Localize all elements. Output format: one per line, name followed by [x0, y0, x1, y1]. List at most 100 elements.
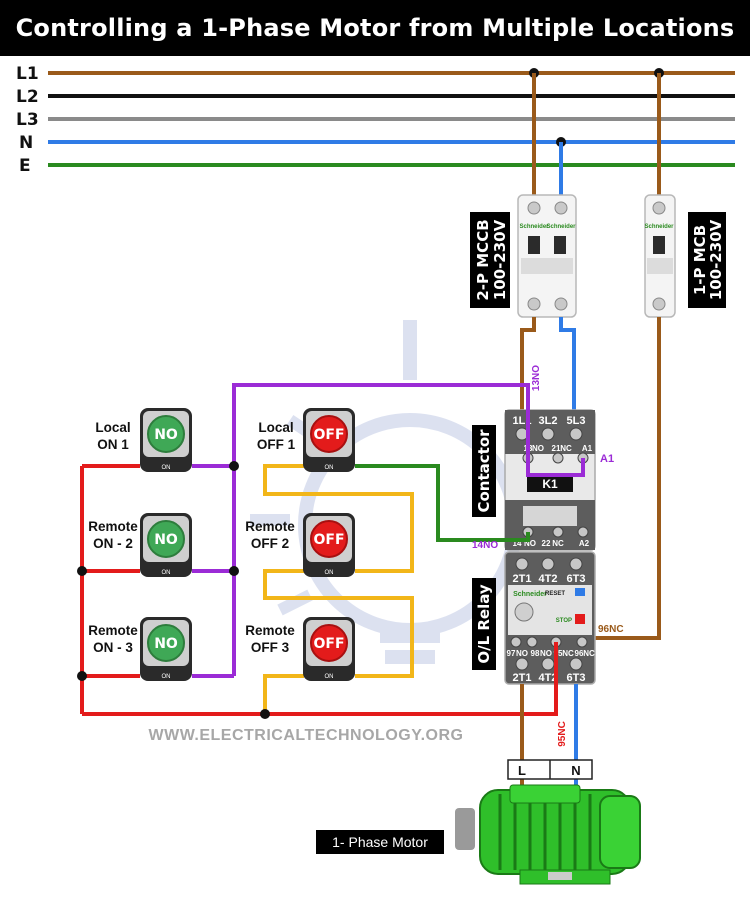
svg-text:STOP: STOP [556, 618, 572, 624]
label-local-off-1: Local [258, 420, 293, 435]
svg-text:A1: A1 [582, 444, 593, 453]
svg-text:ON: ON [162, 465, 171, 471]
svg-text:OFF: OFF [313, 427, 344, 443]
svg-text:4T2: 4T2 [539, 573, 558, 585]
line-label-e: E [19, 156, 31, 176]
contactor-label: Contactor [472, 425, 496, 517]
svg-text:ON: ON [325, 465, 334, 471]
svg-text:NC: NC [562, 649, 574, 658]
svg-text:4T2: 4T2 [539, 672, 558, 684]
motor-label: 1- Phase Motor [316, 830, 444, 854]
svg-text:NC: NC [583, 649, 595, 658]
svg-text:2T1: 2T1 [513, 672, 532, 684]
svg-text:ON: ON [325, 674, 334, 680]
label-remote-on-2: Remote [88, 519, 138, 534]
supply-lines: L1 L2 L3 N E [16, 64, 735, 176]
svg-text:OFF 3: OFF 3 [251, 640, 290, 655]
svg-text:NO: NO [516, 649, 528, 658]
svg-text:OFF 1: OFF 1 [257, 437, 296, 452]
line-label-l2: L2 [16, 87, 39, 107]
svg-text:6T3: 6T3 [567, 672, 586, 684]
line-label-l1: L1 [16, 64, 39, 84]
svg-text:ON: ON [162, 674, 171, 680]
svg-text:97: 97 [507, 649, 516, 658]
svg-text:N: N [571, 763, 580, 778]
line-label-l3: L3 [16, 110, 39, 130]
svg-text:O/L Relay: O/L Relay [475, 584, 493, 664]
mcb-1p: Schneider [644, 194, 676, 318]
label-remote-off-3: Remote [245, 623, 295, 638]
mcb-1p-label: 1-P MCB 100-230V [688, 212, 726, 308]
junctions [77, 461, 270, 719]
svg-text:NO: NO [154, 532, 178, 548]
svg-text:NC: NC [560, 444, 572, 453]
push-button-remote-on-2[interactable]: NO ON [140, 513, 192, 577]
motor-terminal-box: L N [507, 759, 593, 780]
svg-text:Schneider: Schneider [519, 224, 549, 230]
label-remote-on-3: Remote [88, 623, 138, 638]
svg-text:2T1: 2T1 [513, 573, 532, 585]
svg-text:1- Phase Motor: 1- Phase Motor [332, 834, 428, 850]
svg-text:2-P MCCB: 2-P MCCB [474, 219, 492, 300]
svg-text:NO: NO [154, 636, 178, 652]
push-button-remote-off-3[interactable]: OFF ON [303, 617, 355, 681]
label-local-on-1: Local [95, 420, 130, 435]
svg-text:OFF: OFF [313, 636, 344, 652]
svg-text:Schneider: Schneider [546, 224, 576, 230]
contactor: K1 1L1 3L2 5L3 13 NO 21 NC A1 14 NO 22 N… [504, 409, 614, 551]
svg-text:Contactor: Contactor [475, 429, 493, 513]
push-button-local-on-1[interactable]: NO ON [140, 408, 192, 472]
svg-text:ON - 3: ON - 3 [93, 640, 133, 655]
motor-icon [455, 784, 641, 885]
svg-text:Schneider: Schneider [513, 591, 547, 598]
tag-96nc: 96NC [598, 624, 624, 635]
svg-text:Schneider: Schneider [644, 224, 674, 230]
svg-text:A2: A2 [579, 539, 590, 548]
tag-14no: 14NO [472, 540, 498, 551]
svg-text:NO: NO [154, 427, 178, 443]
svg-text:22: 22 [542, 539, 551, 548]
overload-relay: Schneider RESET STOP 2T1 4T2 6T3 97 NO 9… [504, 551, 596, 685]
svg-text:100-230V: 100-230V [707, 219, 725, 300]
svg-text:OFF: OFF [313, 532, 344, 548]
svg-text:14: 14 [513, 539, 522, 548]
tag-13no: 13NO [531, 365, 542, 391]
svg-text:NO: NO [532, 444, 544, 453]
push-button-remote-on-3[interactable]: NO ON [140, 617, 192, 681]
svg-text:NC: NC [552, 539, 564, 548]
line-label-n: N [19, 133, 33, 153]
tag-95nc: 95NC [557, 721, 568, 747]
svg-text:21: 21 [552, 444, 561, 453]
page-title: Controlling a 1-Phase Motor from Multipl… [0, 0, 750, 56]
svg-text:1-P MCB: 1-P MCB [691, 225, 709, 295]
breaker-outputs: 13NO 96NC [520, 317, 661, 640]
svg-text:NO: NO [524, 539, 536, 548]
svg-text:95: 95 [554, 649, 563, 658]
svg-text:NO: NO [540, 649, 552, 658]
svg-text:98: 98 [531, 649, 540, 658]
watermark-text: WWW.ELECTRICALTECHNOLOGY.ORG [148, 727, 463, 744]
svg-text:6T3: 6T3 [567, 573, 586, 585]
svg-text:3L2: 3L2 [539, 415, 558, 427]
push-button-remote-off-2[interactable]: OFF ON [303, 513, 355, 577]
svg-text:RESET: RESET [545, 591, 565, 597]
relay-label: O/L Relay [472, 578, 496, 670]
svg-text:OFF 2: OFF 2 [251, 536, 289, 551]
mccb-2p: Schneider Schneider [517, 194, 577, 318]
svg-text:100-230V: 100-230V [491, 219, 509, 300]
svg-text:96: 96 [575, 649, 584, 658]
svg-text:ON 1: ON 1 [97, 437, 129, 452]
contactor-name: K1 [542, 477, 558, 491]
svg-text:L: L [518, 763, 526, 778]
breaker-feeds [532, 73, 661, 200]
tag-a1: A1 [600, 453, 614, 465]
svg-text:ON: ON [325, 570, 334, 576]
mccb-2p-label: 2-P MCCB 100-230V [470, 212, 510, 308]
label-remote-off-2: Remote [245, 519, 295, 534]
svg-text:ON - 2: ON - 2 [93, 536, 133, 551]
push-button-local-off-1[interactable]: OFF ON [303, 408, 355, 472]
svg-text:5L3: 5L3 [567, 415, 586, 427]
svg-text:ON: ON [162, 570, 171, 576]
